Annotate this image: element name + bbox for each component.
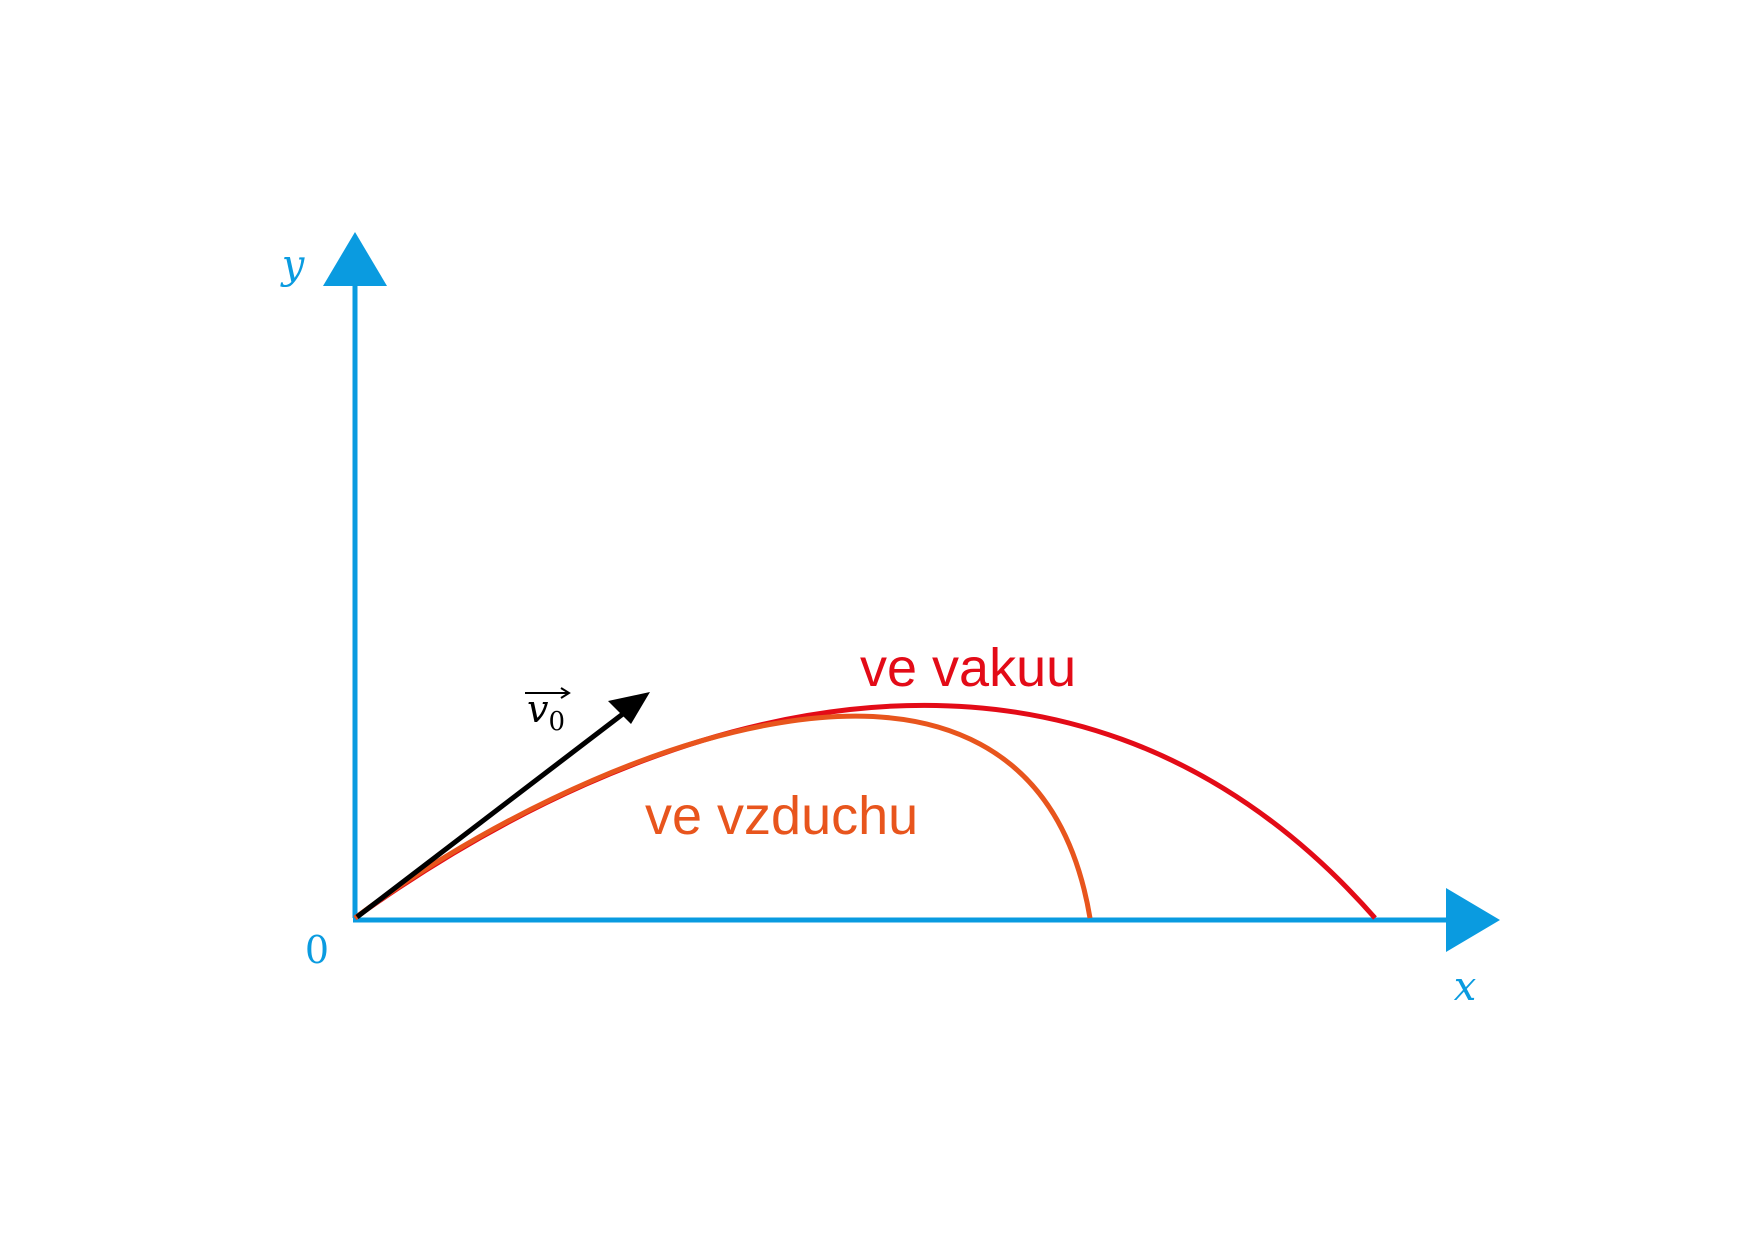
x-axis-label: x	[1454, 964, 1477, 1010]
label-vacuum: ve vakuu	[860, 638, 1076, 698]
trajectory-air-curve	[353, 713, 1093, 920]
x-axis: x	[353, 888, 1500, 1010]
velocity-arrow-shaft	[355, 708, 630, 919]
velocity-label: v0	[525, 687, 571, 737]
vector-overarrow-head	[560, 687, 571, 699]
y-axis-label: y	[280, 242, 306, 288]
y-axis: y	[280, 232, 387, 918]
velocity-symbol: v0	[527, 687, 565, 737]
velocity-arrowhead	[608, 692, 650, 724]
velocity-symbol-letter: v	[527, 687, 549, 731]
y-axis-arrowhead	[323, 232, 387, 286]
x-axis-arrowhead	[1446, 888, 1500, 952]
label-air: ve vzduchu	[645, 786, 918, 846]
velocity-subscript: 0	[548, 707, 565, 737]
origin-label: 0	[305, 928, 329, 972]
initial-velocity-vector	[355, 692, 650, 919]
